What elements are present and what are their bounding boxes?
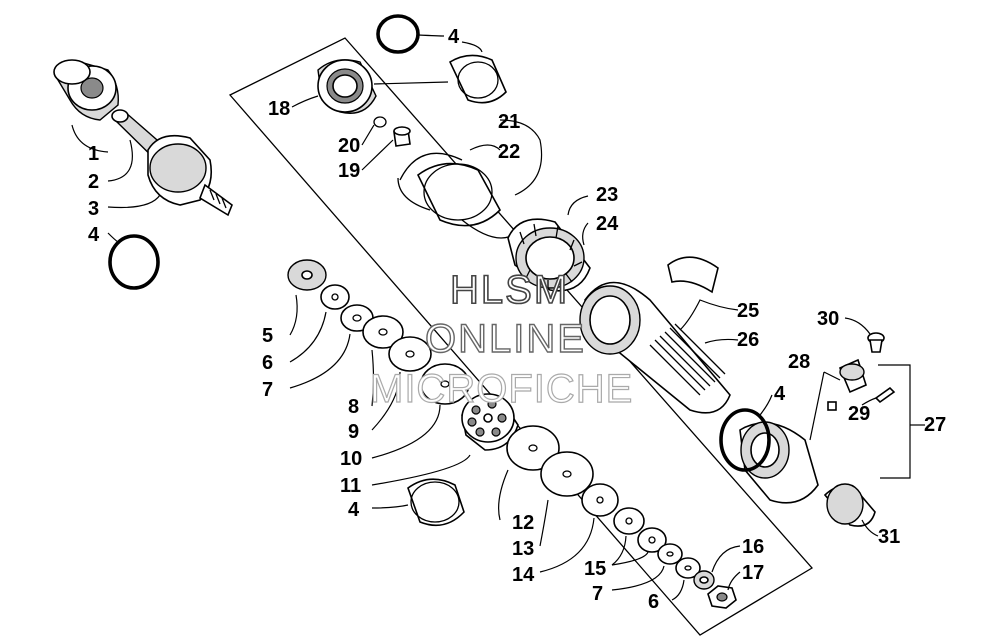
part-28-small-piece — [827, 401, 837, 411]
part-15-shim-b — [637, 527, 667, 553]
part-4-wear-band-lower — [407, 478, 465, 527]
label-17: 17 — [742, 562, 764, 584]
part-1-bushing — [53, 59, 119, 121]
part-14-shim — [581, 483, 619, 517]
label-26: 26 — [737, 329, 759, 351]
label-23: 23 — [596, 184, 618, 206]
label-27: 27 — [924, 414, 946, 436]
shock-lower-mount — [739, 421, 819, 504]
part-16-washer — [693, 570, 715, 590]
part-27-bracket — [878, 364, 911, 479]
label-9: 9 — [348, 421, 359, 443]
label-5: 5 — [262, 325, 273, 347]
label-2: 2 — [88, 171, 99, 193]
label-19: 19 — [338, 160, 360, 182]
label-4-top: 4 — [448, 26, 460, 48]
label-20: 20 — [338, 135, 360, 157]
part-10-shim — [420, 363, 470, 405]
part-3-shaft-eye — [147, 134, 233, 217]
label-29: 29 — [848, 403, 870, 425]
label-21: 21 — [498, 111, 520, 133]
label-12: 12 — [512, 512, 534, 534]
label-24: 24 — [596, 213, 619, 235]
label-15: 15 — [584, 558, 606, 580]
label-18: 18 — [268, 98, 290, 120]
part-25-bumper — [667, 256, 739, 331]
part-9-shim — [388, 336, 432, 372]
part-29-pin — [874, 386, 896, 404]
part-4-o-ring-lower — [719, 408, 771, 472]
label-25: 25 — [737, 300, 759, 322]
label-4-lower: 4 — [774, 383, 786, 405]
watermark-line-2: ONLINE — [425, 317, 586, 361]
label-16: 16 — [742, 536, 764, 558]
part-18-seal-head — [317, 59, 377, 114]
label-22: 22 — [498, 141, 520, 163]
part-4-wear-band-top — [448, 54, 507, 104]
part-12-shim — [506, 425, 560, 471]
label-4-wearband: 4 — [348, 499, 360, 521]
label-1: 1 — [88, 143, 99, 165]
part-30-screw — [867, 332, 885, 353]
part-7-shim-lower — [657, 543, 683, 565]
part-21-22-piston-rings — [397, 119, 543, 239]
label-28: 28 — [788, 351, 810, 373]
part-17-nut — [707, 585, 737, 609]
part-26-shock-body — [579, 281, 739, 414]
watermark-line-3: MICROFICHE — [370, 367, 633, 411]
label-8: 8 — [348, 396, 359, 418]
label-6-lower: 6 — [648, 591, 659, 613]
label-31: 31 — [878, 526, 900, 548]
label-3: 3 — [88, 198, 99, 220]
part-6-washer-lower — [675, 557, 701, 579]
part-23-24-spring-collar — [507, 195, 591, 292]
label-13: 13 — [512, 538, 534, 560]
part-19-valve — [393, 126, 411, 147]
part-13-shim — [540, 451, 594, 497]
part-28-adjuster-body — [838, 358, 867, 394]
part-5-washer — [287, 259, 327, 291]
label-7-lower: 7 — [592, 583, 603, 605]
label-4-left: 4 — [88, 224, 100, 246]
part-20-small-o-ring — [373, 116, 387, 128]
label-10: 10 — [340, 448, 362, 470]
label-11: 11 — [340, 475, 361, 497]
part-31-bushing — [823, 483, 876, 527]
watermark-line-1: HLSM — [450, 268, 569, 312]
part-6-shim — [320, 284, 350, 310]
part-4-o-ring-left — [108, 234, 160, 290]
label-30: 30 — [817, 308, 839, 330]
part-15-shim-a — [613, 507, 645, 535]
part-11-piston — [461, 393, 519, 451]
part-8-shim — [362, 315, 404, 349]
label-7: 7 — [262, 379, 273, 401]
label-14: 14 — [512, 564, 535, 586]
part-4-o-ring-top — [376, 14, 420, 54]
label-6: 6 — [262, 352, 273, 374]
